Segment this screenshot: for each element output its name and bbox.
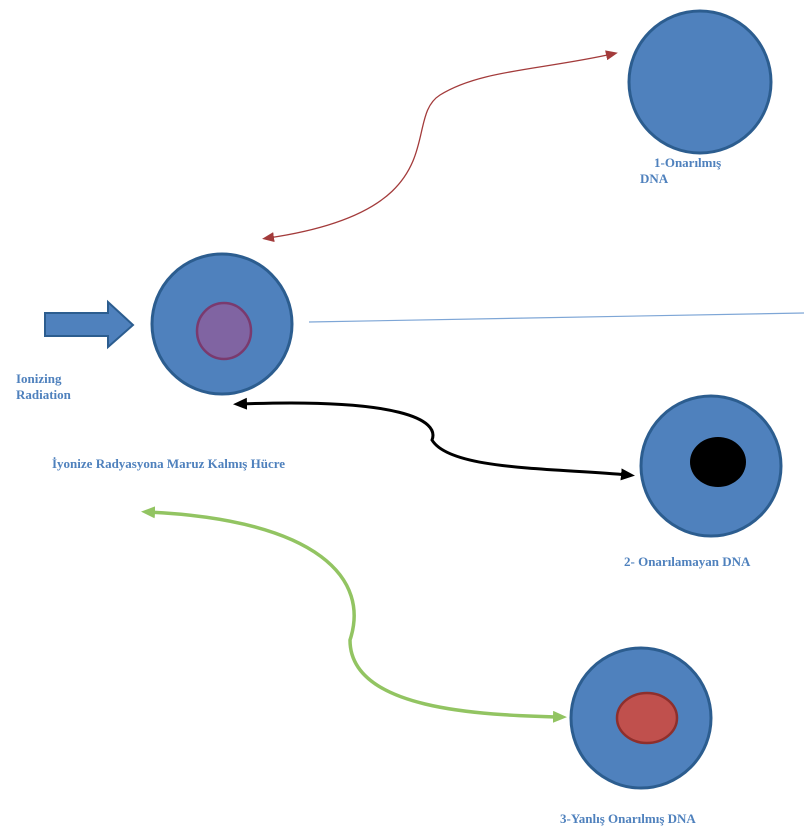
radiation-label-line2: Radiation bbox=[16, 387, 71, 402]
unrepaired-dna-label: 2- Onarılamayan DNA bbox=[624, 554, 751, 569]
exposed-cell-nucleus bbox=[195, 301, 253, 361]
divider-line bbox=[308, 312, 804, 323]
arrow-to-unrepaired-dna bbox=[233, 397, 635, 481]
unrepaired-dna-nucleus bbox=[690, 437, 746, 487]
exposed-cell-label: İyonize Radyasyona Maruz Kalmış Hücre bbox=[52, 456, 286, 471]
arrow-to-misrepaired-dna bbox=[141, 506, 567, 723]
repaired-dna-cell bbox=[627, 9, 773, 155]
arrow-to-repaired-dna bbox=[262, 50, 618, 243]
radiation-arrow-icon bbox=[44, 299, 135, 350]
repaired-dna-label-line1: 1-Onarılmış bbox=[654, 155, 722, 170]
repaired-dna-label: 1-Onarılmış DNA bbox=[640, 155, 721, 187]
radiation-label-line1: Ionizing bbox=[16, 371, 62, 386]
radiation-label: Ionizing Radiation bbox=[16, 371, 71, 403]
misrepaired-dna-nucleus bbox=[615, 691, 679, 745]
misrepaired-dna-label: 3-Yanlış Onarılmış DNA bbox=[560, 811, 696, 826]
repaired-dna-label-line2: DNA bbox=[640, 171, 669, 186]
